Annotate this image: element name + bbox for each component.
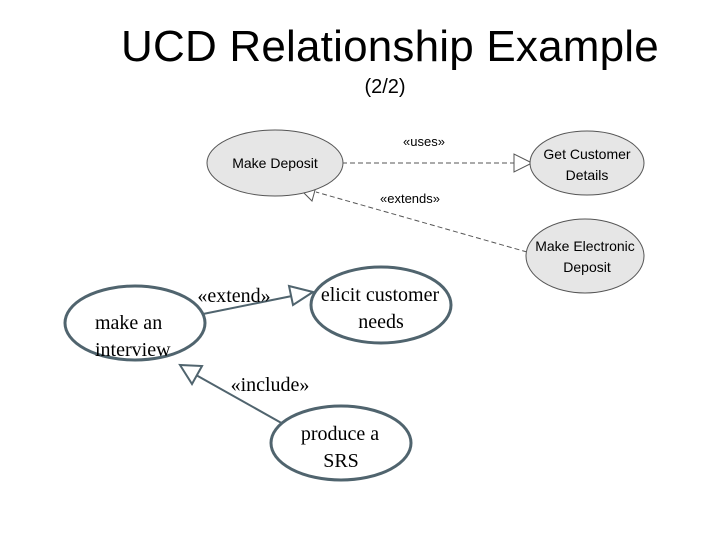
extends-label: «extends» — [380, 191, 440, 206]
make-deposit-label: Make Deposit — [232, 155, 318, 171]
uses-label: «uses» — [403, 134, 445, 149]
make-an-interview-label-2: interview — [95, 339, 171, 361]
use-case-make-electronic-deposit — [525, 218, 645, 294]
produce-a-srs-label-1: produce a — [301, 423, 379, 445]
use-case-make-an-interview — [63, 284, 207, 362]
extend-label: «extend» — [197, 285, 270, 307]
produce-a-srs-label-2: SRS — [323, 450, 359, 472]
extend-arrowhead — [287, 284, 316, 307]
extend-relation-line — [202, 295, 293, 315]
use-case-get-customer-details — [529, 130, 645, 196]
use-case-elicit-customer-needs — [309, 265, 453, 345]
make-an-interview-label-1: make an — [95, 312, 162, 334]
use-case-make-deposit — [206, 129, 344, 197]
get-customer-details-label-1: Get Customer — [543, 146, 630, 162]
use-case-produce-a-srs — [269, 404, 413, 482]
include-label: «include» — [231, 374, 310, 396]
extends-relation-line — [315, 191, 528, 253]
slide-subtitle: (2/2) — [364, 76, 406, 98]
include-relation-line — [195, 374, 286, 426]
upper-diagram: Make Deposit Get Customer Details Make E… — [206, 129, 645, 294]
elicit-customer-needs-label-1: elicit customer — [321, 284, 440, 306]
lower-diagram: make an interview elicit customer needs … — [63, 265, 453, 482]
include-arrowhead — [178, 363, 204, 386]
uses-arrowhead — [513, 153, 534, 173]
make-electronic-deposit-label-2: Deposit — [563, 259, 611, 275]
elicit-customer-needs-label-2: needs — [358, 311, 404, 333]
slide-title: UCD Relationship Example — [121, 22, 659, 71]
make-electronic-deposit-label-1: Make Electronic — [535, 238, 635, 254]
get-customer-details-label-2: Details — [566, 167, 609, 183]
